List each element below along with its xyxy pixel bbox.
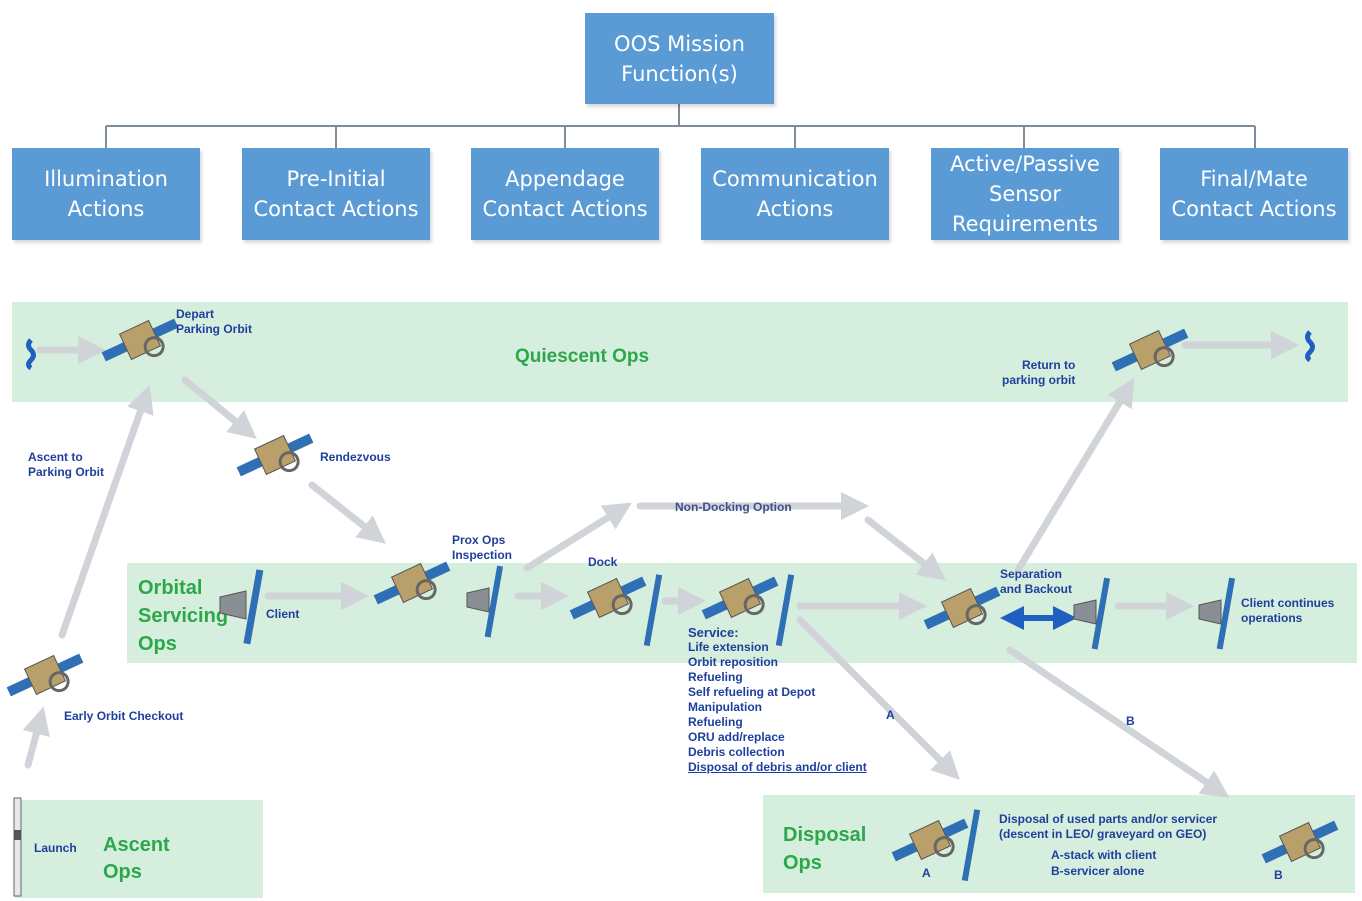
illumination-actions-box: Illumination Actions [12,148,200,240]
early-orbit-checkout-label: Early Orbit Checkout [64,709,184,723]
separation-and-backout-label: Separation and Backout [1000,567,1073,596]
disposal-option-b-label: B-servicer alone [1051,864,1145,878]
disposal-b-label: B [1274,868,1283,882]
service-title: Service: [688,625,739,640]
communication-actions-box: Communication Actions [701,148,889,240]
client-label: Client [266,607,300,621]
service-item: ORU add/replace [688,730,785,744]
service-item: Orbit reposition [688,655,778,669]
pre-initial-contact-actions-box: Pre-Initial Contact Actions [242,148,430,240]
quiescent-ops-title: Quiescent Ops [515,346,650,367]
ascent-ops-band [15,800,263,898]
service-item: Debris collection [688,745,785,759]
orbital-servicing-ops-title: Orbital Servicing Ops [138,577,229,655]
return-to-parking-orbit-label: Return to parking orbit [1002,358,1076,387]
service-item: Refueling [688,715,743,729]
non-docking-option-label: Non-Docking Option [675,500,792,514]
disposal-option-a-label: A-stack with client [1051,848,1157,862]
depart-parking-orbit-label: Depart Parking Orbit [176,307,253,336]
client-continues-operations-label: Client continues operations [1241,596,1335,625]
disposal-description-label: Disposal of used parts and/or servicer (… [999,812,1218,841]
service-item: Life extension [688,640,769,654]
launch-label: Launch [34,841,77,855]
service-item: Refueling [688,670,743,684]
service-item: Self refueling at Depot [688,685,816,699]
ascent-to-parking-orbit-label: Ascent to Parking Orbit [28,450,105,479]
path-b-label: B [1126,714,1135,728]
prox-ops-inspection-label: Prox Ops Inspection [452,533,513,562]
appendage-contact-actions-box: Appendage Contact Actions [471,148,659,240]
path-a-label: A [886,708,895,722]
disposal-ops-title: Disposal Ops [783,824,867,874]
service-list: Service: Life extension Orbit reposition… [688,625,867,775]
active-passive-sensor-requirements-box: Active/Passive Sensor Requirements [931,148,1119,240]
rendezvous-label: Rendezvous [320,450,391,464]
service-item: Disposal of debris and/or client [688,760,867,774]
dock-label: Dock [588,555,618,569]
final-mate-contact-actions-box: Final/Mate Contact Actions [1160,148,1348,240]
disposal-ops-band [763,795,1355,893]
disposal-a-label: A [922,866,931,880]
service-item: Manipulation [688,700,762,714]
oos-mission-function-box: OOS Mission Function(s) [585,13,774,104]
ascent-ops-title: Ascent Ops [103,834,170,883]
